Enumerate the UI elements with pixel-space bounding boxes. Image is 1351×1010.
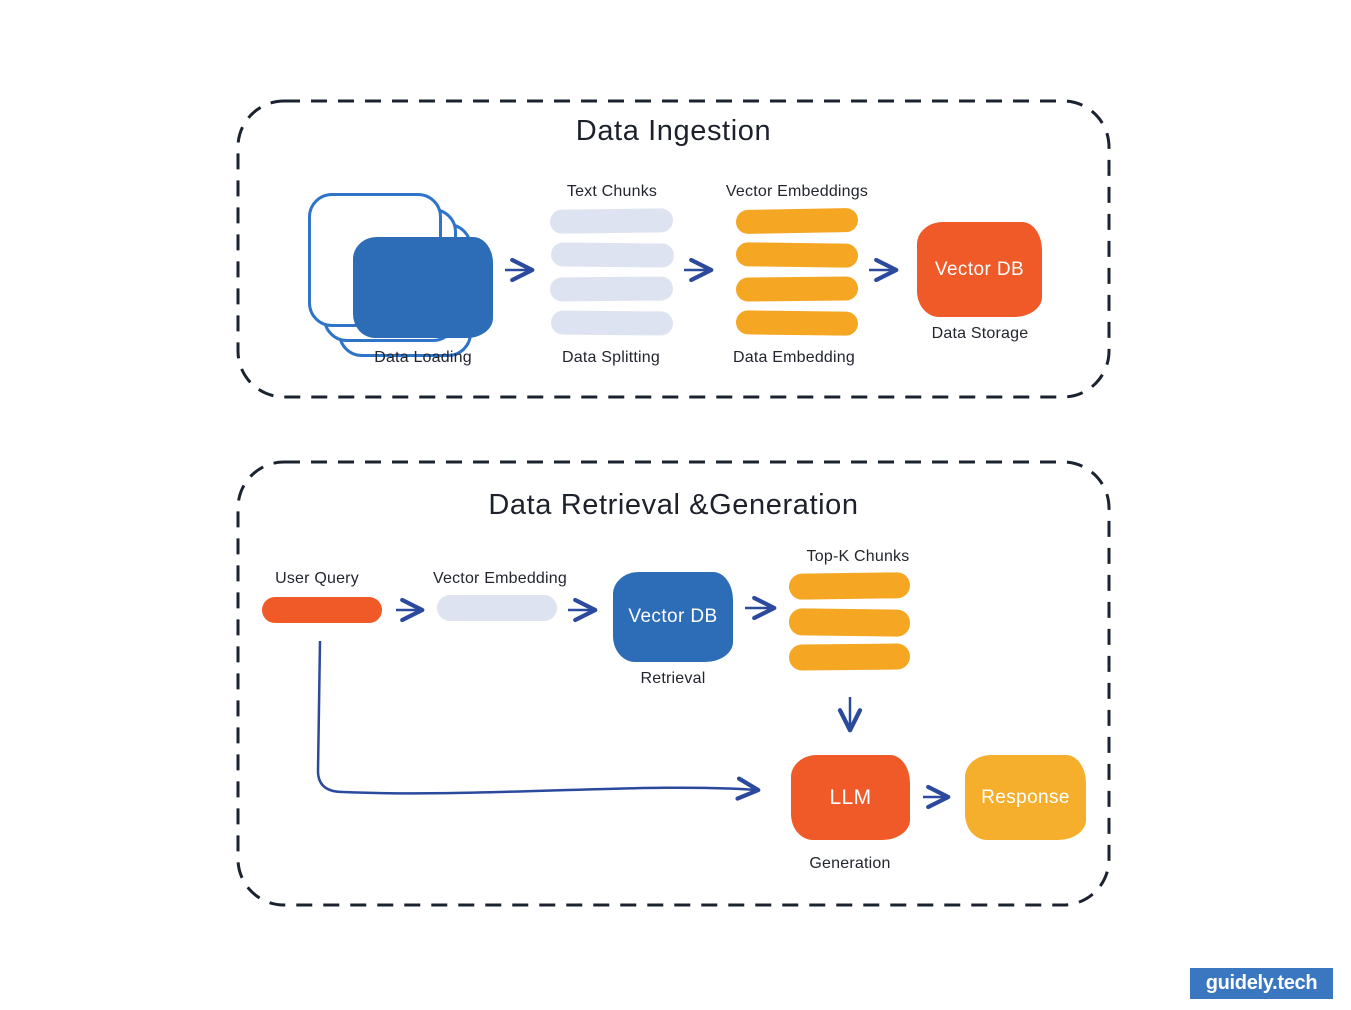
retrieval-label: Retrieval — [640, 670, 706, 687]
top-k-bar — [788, 643, 911, 671]
data-embedding-label: Data Embedding — [733, 349, 855, 366]
data-splitting-label: Data Splitting — [562, 349, 660, 366]
arrow-query-to-llm — [316, 640, 761, 801]
vector-db-storage-text: Vector DB — [934, 258, 1025, 280]
top-k-chunks-label: Top-K Chunks — [806, 548, 910, 565]
logo-text: guidely.tech — [1205, 972, 1318, 994]
response-text: Response — [981, 786, 1070, 808]
embedding-bar — [735, 207, 859, 235]
user-query-label: User Query — [275, 570, 359, 587]
embedding-bar — [735, 276, 859, 302]
retrieval-title: Data Retrieval &Generation — [488, 489, 859, 521]
generation-label: Generation — [809, 855, 891, 872]
vector-db-retrieval-text: Vector DB — [628, 606, 718, 627]
llm-text: LLM — [829, 785, 872, 809]
llm-box: LLM — [791, 755, 910, 840]
guidely-tech-logo: guidely.tech — [1190, 968, 1333, 999]
data-storage-label: Data Storage — [931, 325, 1029, 342]
data-loading-label: Data Loading — [374, 349, 472, 366]
embedding-bar — [735, 242, 859, 268]
vector-embedding-bar — [437, 595, 557, 621]
chunk-bar — [549, 276, 674, 302]
chunk-bar — [549, 208, 674, 234]
vector-embedding-label: Vector Embedding — [433, 570, 567, 587]
vector-db-retrieval-box: Vector DB — [613, 572, 733, 662]
embedding-bar — [735, 310, 859, 336]
response-box: Response — [965, 755, 1086, 840]
vector-embeddings-label: Vector Embeddings — [725, 183, 869, 200]
user-query-bar — [262, 597, 382, 623]
chunk-bar — [550, 242, 675, 268]
ingestion-title: Data Ingestion — [575, 115, 772, 147]
document-filled-icon — [353, 237, 493, 338]
top-k-bar — [788, 608, 911, 637]
top-k-bar — [788, 572, 911, 600]
vector-db-storage-box: Vector DB — [917, 222, 1042, 317]
chunk-bar — [550, 310, 674, 336]
text-chunks-label: Text Chunks — [566, 183, 658, 200]
